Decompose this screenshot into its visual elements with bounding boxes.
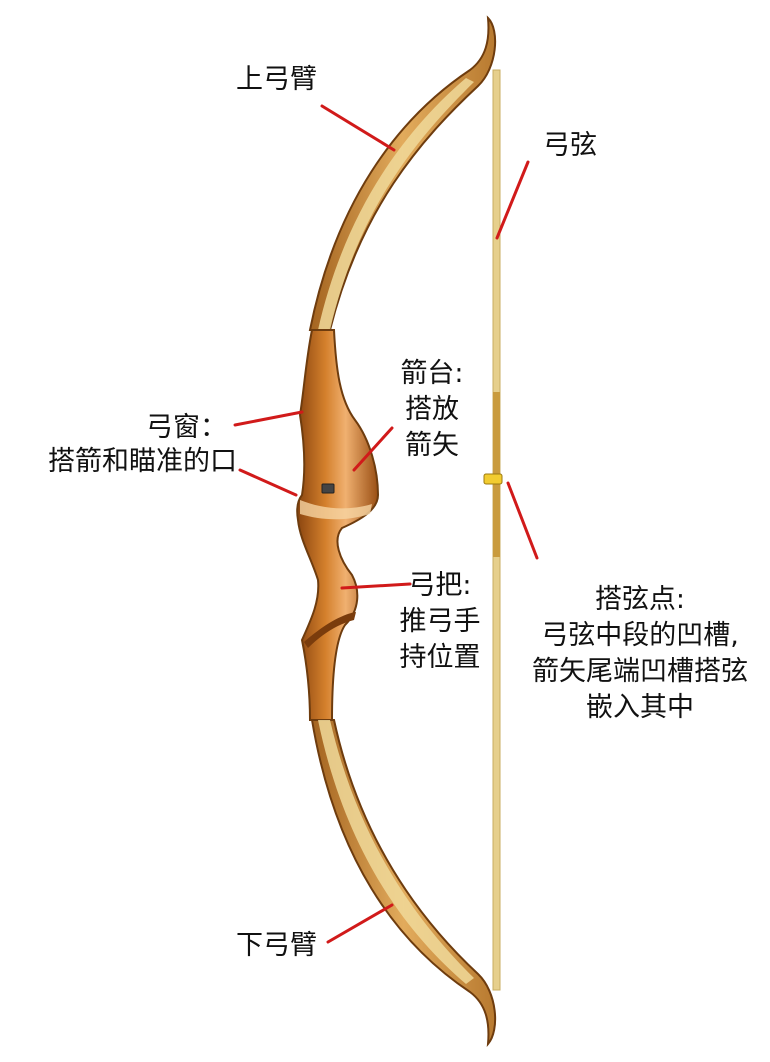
- arrow-rest-screw: [321, 483, 335, 494]
- nock-point-line-3: 箭矢尾端凹槽搭弦: [532, 656, 748, 687]
- sight-window-highlight: [300, 500, 372, 520]
- grip-shadow: [304, 612, 356, 648]
- nocking-point-marker: [483, 473, 503, 485]
- grip-line-2: 推弓手: [399, 606, 481, 637]
- arrow-rest-line-2: 搭放: [405, 394, 459, 425]
- nock-point-line-1: 搭弦点:: [594, 584, 686, 615]
- label-lower-limb: 下弓臂: [236, 930, 317, 961]
- grip-line-1: 弓把:: [408, 570, 472, 601]
- label-nock-point: 搭弦点: 弓弦中段的凹槽, 箭矢尾端凹槽搭弦 嵌入其中: [528, 582, 752, 726]
- leader-upper-limb: [320, 104, 396, 152]
- riser-shape: [296, 329, 380, 721]
- leader-arrow-rest: [352, 426, 394, 472]
- nock-point-line-4: 嵌入其中: [586, 692, 694, 723]
- upper-limb-face: [318, 78, 474, 330]
- lower-limb-face: [318, 720, 474, 984]
- label-sight-window-desc: 搭箭和瞄准的口: [48, 446, 237, 477]
- arrow-rest-line-1: 箭台:: [400, 358, 464, 389]
- grip-line-3: 持位置: [399, 642, 481, 673]
- leader-sight-window-top: [233, 410, 304, 427]
- leader-nock-point: [506, 481, 539, 560]
- leader-string: [495, 160, 530, 240]
- leader-grip: [340, 582, 412, 590]
- nock-point-line-2: 弓弦中段的凹槽,: [541, 620, 739, 651]
- leader-sight-window-bottom: [238, 468, 298, 497]
- label-string: 弓弦: [543, 130, 597, 161]
- leader-lines: [233, 104, 539, 944]
- label-sight-window-title: 弓窗：: [146, 412, 227, 443]
- leader-lower-limb: [326, 903, 394, 944]
- label-arrow-rest: 箭台: 搭放 箭矢: [394, 356, 470, 464]
- label-grip: 弓把: 推弓手 持位置: [392, 568, 488, 676]
- arrow-rest-line-3: 箭矢: [405, 430, 459, 461]
- label-upper-limb: 上弓臂: [236, 64, 317, 95]
